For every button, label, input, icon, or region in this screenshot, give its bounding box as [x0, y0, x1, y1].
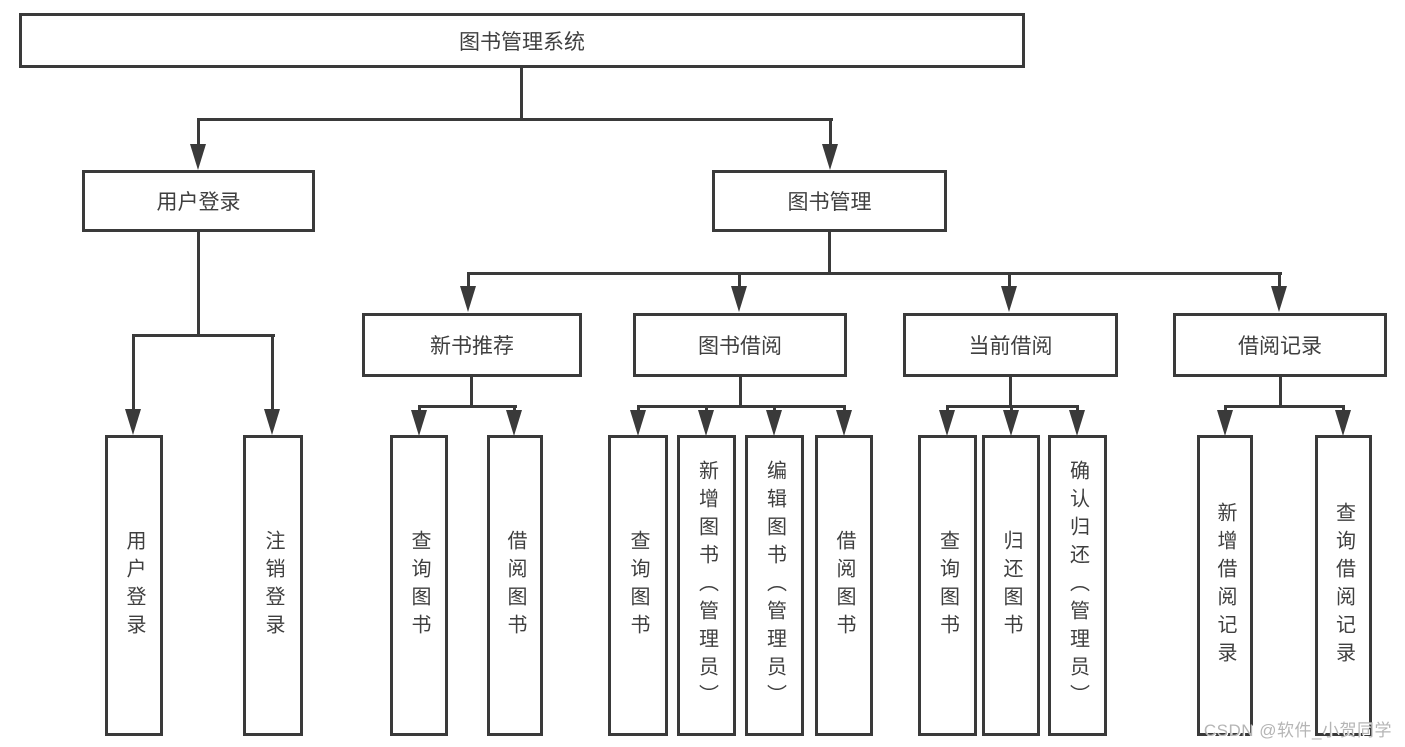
connector-line [738, 272, 741, 288]
leaf-logout: 注销登录 [243, 435, 303, 736]
arrow-down-icon [1335, 410, 1351, 436]
node-borrow-records: 借阅记录 [1173, 313, 1387, 377]
leaf-borrow-books-2: 借阅图书 [815, 435, 873, 736]
connector-line [132, 334, 275, 337]
node-book-borrow: 图书借阅 [633, 313, 847, 377]
node-book-management: 图书管理 [712, 170, 947, 232]
watermark: CSDN @软件_小贺同学 [1203, 721, 1392, 740]
leaf-query-books-3: 查询图书 [918, 435, 977, 736]
leaf-edit-books-admin-label: 编辑图书（管理员） [763, 459, 786, 712]
connector-line [1224, 405, 1227, 413]
node-book-management-label: 图书管理 [787, 191, 872, 214]
leaf-query-books-2: 查询图书 [608, 435, 668, 736]
leaf-edit-books-admin: 编辑图书（管理员） [745, 435, 804, 736]
arrow-down-icon [506, 410, 522, 436]
arrow-down-icon [1069, 410, 1085, 436]
arrow-down-icon [1003, 410, 1019, 436]
node-root: 图书管理系统 [19, 13, 1025, 68]
connector-line [1279, 377, 1282, 408]
connector-line [1076, 405, 1079, 413]
node-user-login: 用户登录 [82, 170, 315, 232]
arrow-down-icon [411, 410, 427, 436]
leaf-logout-label: 注销登录 [262, 529, 284, 642]
leaf-confirm-return-admin-label: 确认归还（管理员） [1066, 459, 1089, 712]
arrow-down-icon [1217, 410, 1233, 436]
leaf-query-borrow-record-label: 查询借阅记录 [1332, 501, 1355, 670]
connector-line [637, 405, 846, 408]
arrow-down-icon [190, 144, 206, 170]
connector-line [132, 334, 135, 413]
connector-line [1342, 405, 1345, 413]
leaf-query-books-3-label: 查询图书 [936, 529, 959, 642]
node-user-login-label: 用户登录 [156, 191, 241, 214]
connector-line [1010, 405, 1013, 413]
arrow-down-icon [822, 144, 838, 170]
connector-line [197, 232, 200, 337]
arrow-down-icon [698, 410, 714, 436]
node-new-book-recommend: 新书推荐 [362, 313, 582, 377]
connector-line [829, 118, 832, 148]
connector-line [197, 118, 833, 121]
node-new-book-recommend-label: 新书推荐 [430, 335, 514, 358]
leaf-query-books-1: 查询图书 [390, 435, 448, 736]
arrow-down-icon [836, 410, 852, 436]
connector-line [513, 405, 516, 413]
leaf-add-borrow-record: 新增借阅记录 [1197, 435, 1253, 736]
arrow-down-icon [766, 410, 782, 436]
arrow-down-icon [731, 286, 747, 312]
leaf-user-login: 用户登录 [105, 435, 163, 736]
node-root-label: 图书管理系统 [459, 30, 585, 54]
connector-line [418, 405, 421, 413]
arrow-down-icon [1001, 286, 1017, 312]
connector-line [1278, 272, 1281, 288]
connector-line [470, 377, 473, 408]
leaf-confirm-return-admin: 确认归还（管理员） [1048, 435, 1107, 736]
leaf-add-books-admin-label: 新增图书（管理员） [695, 459, 718, 712]
connector-line [197, 118, 200, 148]
leaf-add-books-admin: 新增图书（管理员） [677, 435, 736, 736]
node-current-borrow-label: 当前借阅 [968, 335, 1053, 358]
connector-line [1008, 272, 1011, 288]
connector-line [467, 272, 1282, 275]
leaf-query-borrow-record: 查询借阅记录 [1315, 435, 1372, 736]
connector-line [705, 405, 708, 413]
leaf-borrow-books-1: 借阅图书 [487, 435, 543, 736]
connector-line [773, 405, 776, 413]
connector-line [418, 405, 517, 408]
connector-line [828, 232, 831, 275]
leaf-borrow-books-2-label: 借阅图书 [833, 529, 855, 642]
arrow-down-icon [939, 410, 955, 436]
connector-line [739, 377, 742, 408]
leaf-return-books-label: 归还图书 [1000, 529, 1022, 642]
leaf-return-books: 归还图书 [982, 435, 1040, 736]
leaf-user-login-label: 用户登录 [123, 529, 145, 642]
arrow-down-icon [264, 409, 280, 435]
connector-line [843, 405, 846, 413]
leaf-add-borrow-record-label: 新增借阅记录 [1214, 501, 1236, 670]
connector-line [520, 68, 523, 121]
leaf-query-books-1-label: 查询图书 [408, 529, 430, 642]
arrow-down-icon [630, 410, 646, 436]
connector-line [467, 272, 470, 288]
connector-line [271, 334, 274, 413]
connector-line [637, 405, 640, 413]
connector-line [1224, 405, 1345, 408]
node-borrow-records-label: 借阅记录 [1238, 335, 1322, 358]
node-book-borrow-label: 图书借阅 [698, 335, 782, 358]
arrow-down-icon [460, 286, 476, 312]
connector-line [1009, 377, 1012, 408]
leaf-borrow-books-1-label: 借阅图书 [504, 529, 526, 642]
leaf-query-books-2-label: 查询图书 [627, 529, 649, 642]
connector-line [946, 405, 949, 413]
arrow-down-icon [125, 409, 141, 435]
node-current-borrow: 当前借阅 [903, 313, 1118, 377]
arrow-down-icon [1271, 286, 1287, 312]
